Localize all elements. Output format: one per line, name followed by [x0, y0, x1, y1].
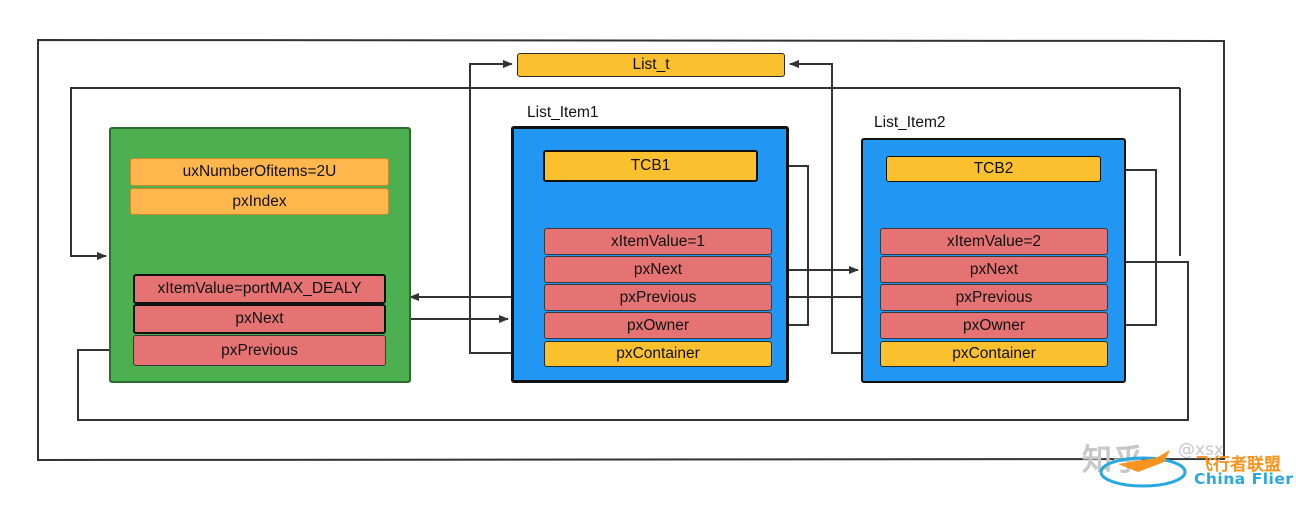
item1-container-arrow [469, 60, 544, 354]
end-item-previous-text: pxPrevious [221, 341, 298, 359]
end-item-value-text: xItemValue=portMAX_DEALY [157, 280, 362, 297]
list-t-box: List_t [517, 53, 785, 77]
item2-owner-text: pxOwner [962, 316, 1026, 334]
outer-frame [37, 38, 1225, 462]
item2-container-text: pxContainer [952, 345, 1036, 362]
px-index-field: pxIndex [130, 188, 389, 215]
item1-owner-text: pxOwner [626, 316, 690, 334]
list-t-label: List_t [632, 56, 670, 73]
item1-container-text: pxContainer [616, 345, 700, 362]
tcb2-text: TCB2 [973, 160, 1014, 177]
list-item2-title: List_Item2 [874, 114, 946, 131]
end-item-next-field: pxNext [133, 304, 386, 334]
watermark-zhihu: 知乎 [1082, 443, 1144, 478]
item2-container-field: pxContainer [880, 341, 1108, 367]
item2-next-field: pxNext [880, 256, 1108, 283]
end-item-next-text: pxNext [235, 310, 284, 327]
item1-previous-text: pxPrevious [619, 288, 697, 306]
tcb1-text: TCB1 [630, 157, 671, 174]
end-item-previous-field: pxPrevious [133, 335, 386, 366]
item1-value-field: xItemValue=1 [544, 228, 772, 255]
item1-container-field: pxContainer [544, 341, 772, 367]
watermark-brand-cn: 飞行者联盟 [1196, 455, 1281, 475]
root-previous-to-item2-next [77, 258, 1189, 421]
number-of-items-field: uxNumberOfitems=2U [130, 158, 389, 186]
item1-previous-field: pxPrevious [544, 284, 772, 311]
item2-value-text: xItemValue=2 [946, 232, 1042, 250]
item2-value-field: xItemValue=2 [880, 228, 1108, 255]
list-item1-title: List_Item1 [527, 104, 599, 121]
item1-next-text: pxNext [633, 260, 683, 278]
plane-logo-icon [1099, 450, 1187, 488]
watermark-handle: @xsx [1178, 440, 1224, 460]
item2-previous-field: pxPrevious [880, 284, 1108, 311]
item1-next-field: pxNext [544, 256, 772, 283]
item2-next-text: pxNext [969, 260, 1019, 278]
wrap-arrow-to-root [70, 87, 1181, 256]
end-item-value-field: xItemValue=portMAX_DEALY [133, 274, 386, 304]
number-of-items-text: uxNumberOfitems=2U [182, 163, 337, 180]
item2-container-arrow [789, 60, 880, 354]
tcb2-field: TCB2 [886, 156, 1101, 182]
watermark-brand-en: China Flier [1194, 470, 1294, 488]
item1-value-text: xItemValue=1 [610, 232, 706, 250]
item2-owner-field: pxOwner [880, 312, 1108, 339]
item2-previous-text: pxPrevious [955, 288, 1033, 306]
item2-owner-arrow [1105, 166, 1157, 326]
px-index-text: pxIndex [232, 192, 287, 210]
tcb1-field: TCB1 [543, 150, 758, 182]
item1-owner-field: pxOwner [544, 312, 772, 339]
